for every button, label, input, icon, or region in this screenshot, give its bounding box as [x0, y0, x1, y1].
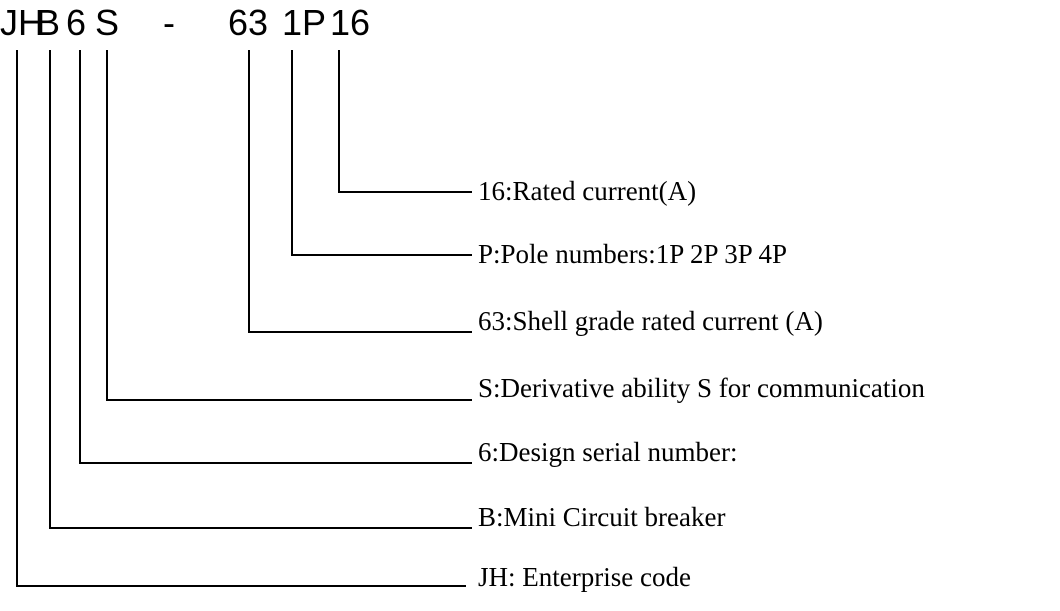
leader-stem-rated-current	[338, 50, 340, 193]
code-segment-s: S	[95, 2, 120, 43]
leader-run-shell-grade-rated-current	[248, 331, 472, 333]
callout-label-rated-current: 16:Rated current(A)	[478, 176, 697, 206]
leader-run-enterprise-code	[16, 585, 466, 587]
code-segment-dash: -	[163, 2, 175, 43]
leader-run-rated-current	[338, 191, 472, 193]
callout-label-design-serial-number: 6:Design serial number:	[478, 437, 738, 467]
leader-run-pole-numbers	[291, 254, 472, 256]
leader-stem-derivative-ability	[106, 50, 108, 401]
leader-run-derivative-ability	[106, 399, 472, 401]
leader-run-mini-circuit-breaker	[49, 527, 472, 529]
callout-label-shell-grade-rated-current: 63:Shell grade rated current (A)	[478, 306, 823, 336]
leader-stem-shell-grade-rated-current	[248, 50, 250, 333]
callout-label-pole-numbers: P:Pole numbers:1P 2P 3P 4P	[478, 239, 788, 269]
leader-run-design-serial-number	[79, 462, 472, 464]
callout-label-enterprise-code: JH: Enterprise code	[478, 562, 691, 592]
callout-label-mini-circuit-breaker: B:Mini Circuit breaker	[478, 502, 726, 532]
leader-stem-mini-circuit-breaker	[49, 50, 51, 529]
code-segment-jh: JH	[0, 2, 44, 43]
callout-label-derivative-ability: S:Derivative ability S for communication	[478, 373, 925, 403]
code-segment-b: B	[36, 2, 61, 43]
leader-stem-pole-numbers	[291, 50, 293, 256]
leader-stem-design-serial-number	[79, 50, 81, 464]
code-segment-16: 16	[330, 2, 371, 43]
leader-stem-enterprise-code	[16, 50, 18, 587]
code-segment-1p: 1P	[282, 2, 327, 43]
code-segment-63: 63	[228, 2, 269, 43]
code-segment-6: 6	[66, 2, 87, 43]
